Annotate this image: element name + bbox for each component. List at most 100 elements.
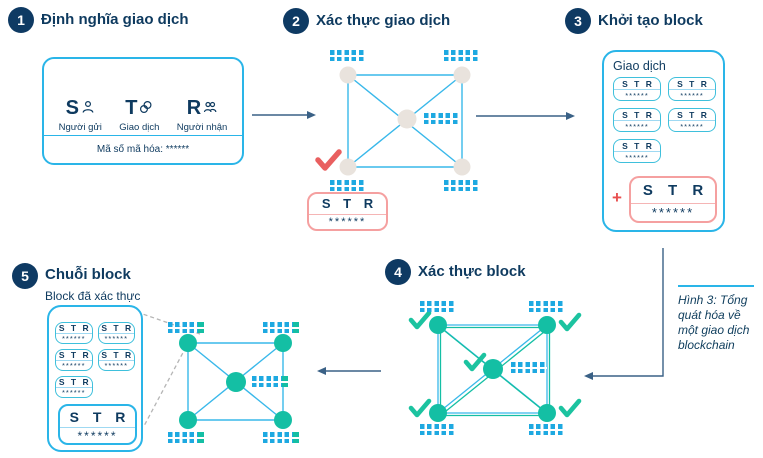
mini-transaction-card: S T R ****** [613,139,661,163]
red-check-icon [315,149,342,171]
receiver-letter: R [186,97,202,119]
network-node [179,334,292,429]
sender-label: Người gửi [58,122,102,133]
verified-transactions-grid: S T R ****** S T R ****** S T R ****** S… [55,322,135,398]
blockchain-ledger-new-block-icon [168,432,204,443]
blockchain-ledger-icon [444,50,480,61]
step-1-badge: 1 [8,7,34,33]
block-builder-box: Giao dịch S T R ****** S T R ****** S T … [602,50,725,232]
step-4-badge: 4 [385,259,411,285]
mini-str-code: ****** [98,360,134,370]
mini-transaction-card: S T R ****** [55,349,93,371]
blockchain-ledger-icon [511,362,547,373]
arrow-step3-to-step4-icon [584,248,664,380]
mini-str-letters: S T R [622,109,652,120]
receiver-people-icon [203,100,217,119]
sender-letter: S [65,97,79,119]
mini-str-letters: S T R [677,109,707,120]
new-transaction-card: S T R ****** [629,176,717,223]
arrow-step1-to-step2-icon [252,111,316,119]
mini-str-code: ****** [669,120,715,131]
network-step2 [339,66,471,176]
mini-transaction-card: S T R ****** [97,322,135,344]
blockchain-ledger-new-block-icon [252,376,288,387]
mini-str-code: ****** [614,151,660,162]
block-builder-title: Giao dịch [613,59,666,73]
pending-transaction-card: S T R ****** [307,192,388,231]
mini-str-letters: S T R [101,323,132,333]
sender-person-icon [81,100,95,119]
step-3-badge: 3 [565,8,591,34]
step-5-badge: 5 [12,263,38,289]
card-divider [309,213,386,215]
mini-transaction-card: S T R ****** [55,322,93,344]
str-letters: S T R [642,181,704,199]
caption-text: Hình 3: Tổng quát hóa về một giao dịch b… [678,293,750,352]
blockchain-ledger-icon [529,424,565,435]
transaction-letter: T [125,97,138,119]
sender-field: S Người gửi [59,98,102,133]
step-4-title: Xác thực block [418,263,526,280]
step-2-badge: 2 [283,8,309,34]
card-divider [44,135,242,136]
blockchain-ledger-new-block-icon [168,322,204,333]
confirmed-transactions-grid: S T R ****** S T R ****** S T R ****** S… [613,77,716,163]
str-letters: S T R [321,196,374,212]
blockchain-ledger-icon [444,180,480,191]
step-1-title: Định nghĩa giao dịch [41,11,189,28]
mini-str-letters: S T R [622,140,652,151]
transaction-field: T Giao dịch [119,98,159,133]
transaction-label: Giao dịch [119,122,160,133]
mini-transaction-card: S T R ****** [668,77,716,101]
arrow-step2-to-step3-icon [476,112,575,120]
blockchain-ledger-new-block-icon [263,322,299,333]
mini-str-letters: S T R [101,350,132,360]
mini-str-code: ****** [56,360,92,370]
blockchain-ledger-icon [420,424,456,435]
blockchain-ledger-new-block-icon [263,432,299,443]
mini-str-letters: S T R [622,78,652,89]
blockchain-ledger-icon [424,113,460,124]
mini-str-code: ****** [614,120,660,131]
mini-transaction-card: S T R ****** [55,376,93,398]
network-node [339,66,471,176]
figure-caption: Hình 3: Tổng quát hóa về một giao dịch b… [678,285,762,353]
mini-str-code: ****** [56,333,92,343]
network-node [429,316,556,422]
step-2-title: Xác thực giao dịch [316,12,451,29]
mini-transaction-card: S T R ****** [668,108,716,132]
plus-sign: + [612,188,622,207]
blockchain-ledger-icon [330,50,366,61]
mini-str-code: ****** [669,89,715,100]
mini-str-letters: S T R [58,377,89,387]
network-step4 [408,310,582,422]
transaction-definition-card: S Người gửi T Giao dịch [42,57,244,165]
card-divider [60,427,135,428]
blockchain-ledger-icon [330,180,366,191]
mini-str-letters: S T R [58,350,89,360]
caption-rule [678,285,754,287]
blockchain-ledger-icon [420,301,456,312]
mini-str-letters: S T R [58,323,89,333]
str-code: ****** [651,204,695,220]
mini-str-code: ****** [56,387,92,397]
arrow-step4-to-step5-icon [317,367,381,375]
step-5-title: Chuỗi block [45,266,131,283]
receiver-label: Người nhận [176,122,228,133]
mini-str-code: ****** [98,333,134,343]
block-summary-card: S T R ****** [58,404,137,445]
mini-transaction-card: S T R ****** [613,108,661,132]
mini-str-code: ****** [614,89,660,100]
mini-transaction-card: S T R ****** [613,77,661,101]
mini-transaction-card: S T R ****** [97,349,135,371]
card-divider [631,202,715,204]
blockchain-ledger-icon [529,301,565,312]
encryption-code-line: Mã số mã hóa: ****** [96,144,190,155]
network-step5 [179,334,292,429]
str-letters: S T R [69,408,126,425]
green-check-icon [408,310,582,418]
receiver-field: R Người nhận [177,98,228,133]
block-to-network-dashed-links [136,311,201,427]
